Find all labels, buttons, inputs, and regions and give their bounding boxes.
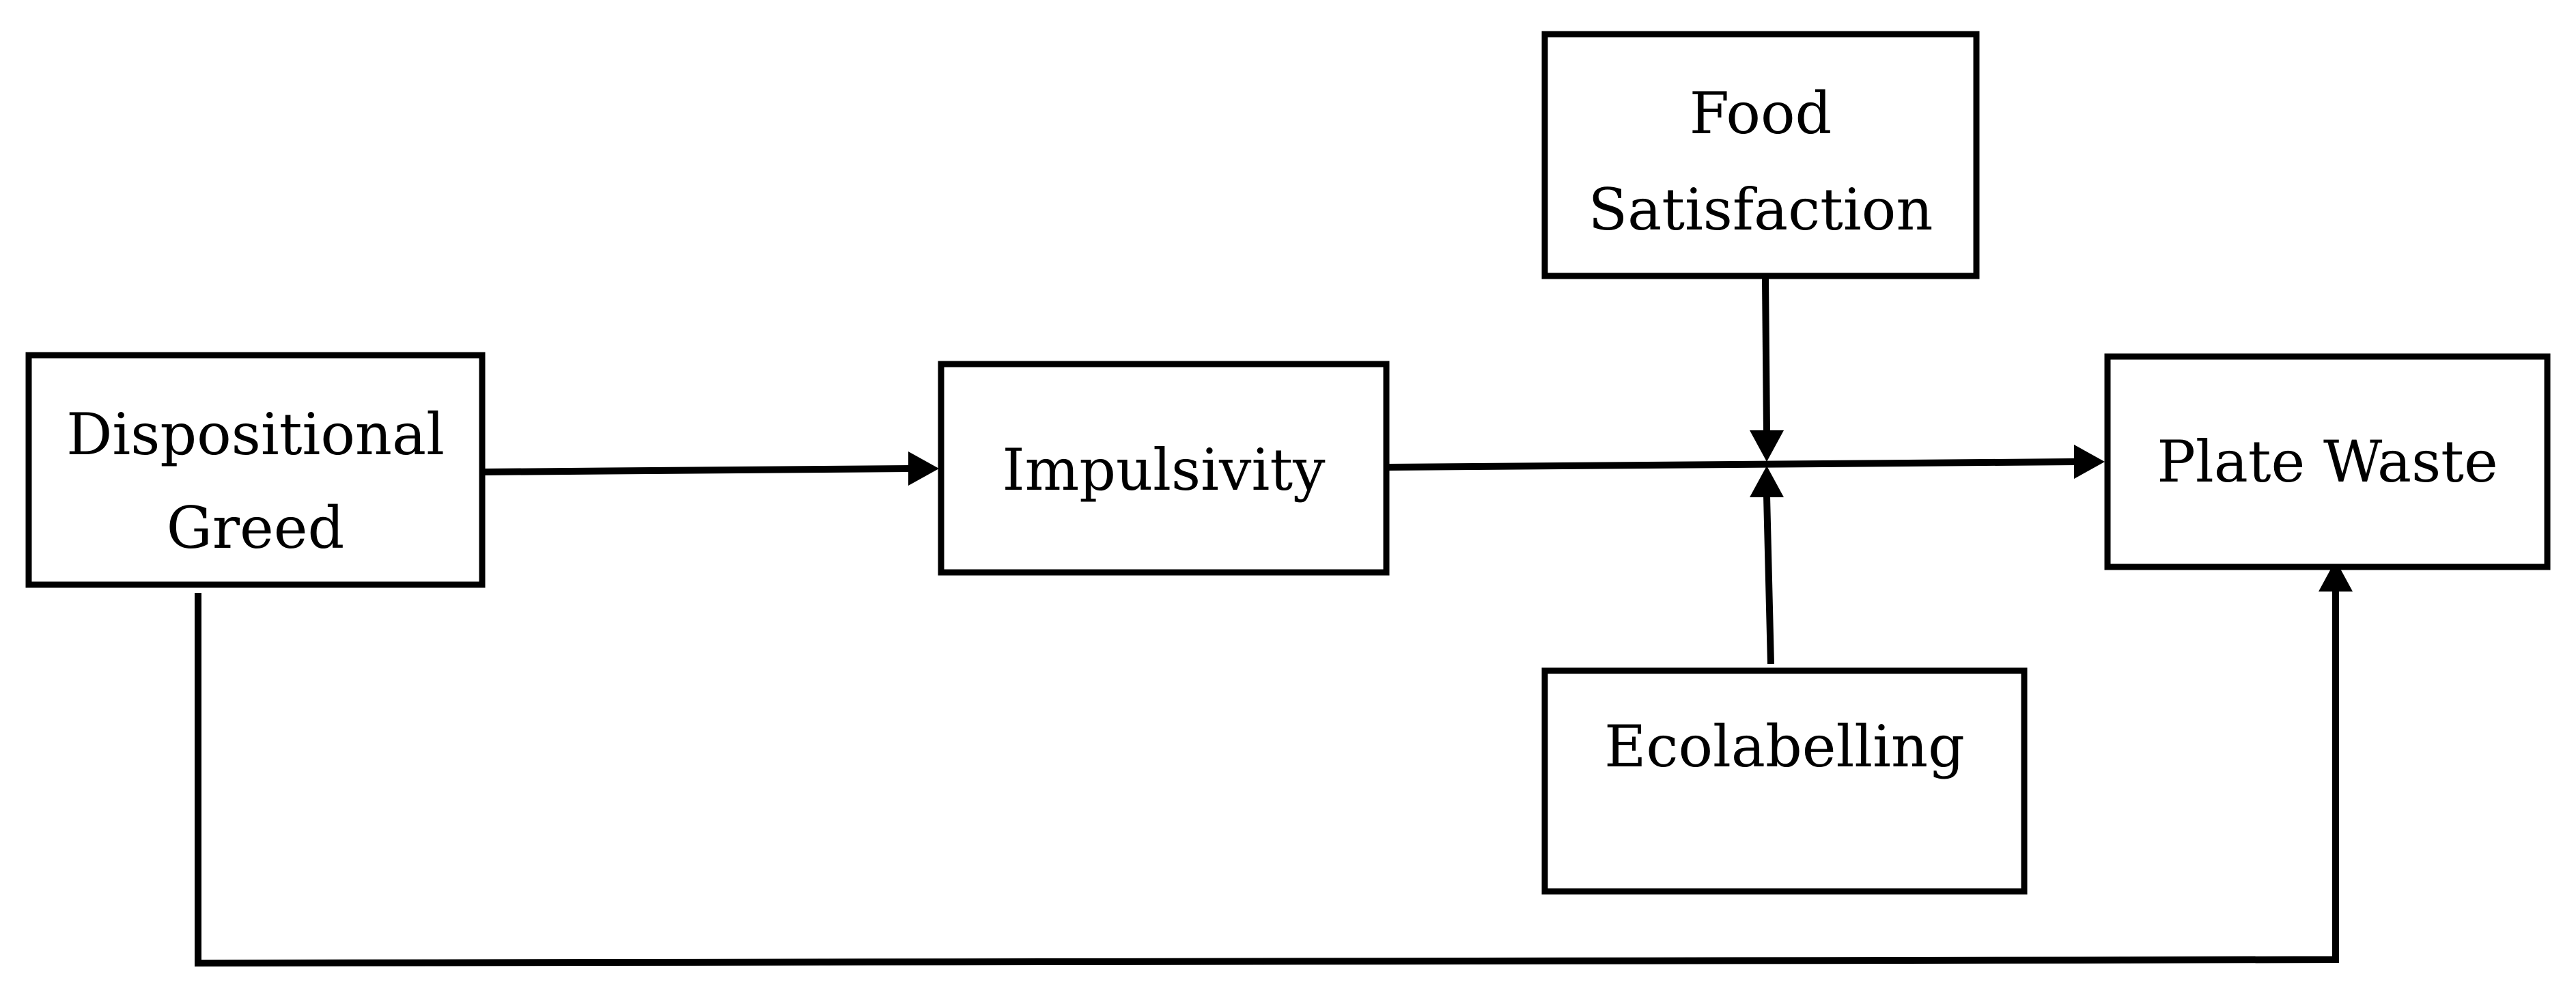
arrow-ecolabelling-moderation <box>1763 495 1774 665</box>
node-box <box>2104 353 2551 570</box>
arrowhead-foodsatisfaction-moderation <box>1750 430 1784 462</box>
node-impulsivity: Impulsivity <box>938 361 1390 576</box>
connectors <box>195 278 2353 967</box>
node-label-line: Dispositional <box>66 401 445 468</box>
node-box <box>1541 31 1980 279</box>
node-label-line: Greed <box>167 495 344 561</box>
node-plate-waste: Plate Waste <box>2104 353 2551 570</box>
node-label-line: Ecolabelling <box>1604 713 1965 780</box>
node-label-line: Satisfaction <box>1588 176 1933 243</box>
arrow-greed-to-impulsivity <box>483 465 910 475</box>
node-box <box>938 361 1390 576</box>
node-label-line: Impulsivity <box>1002 436 1326 503</box>
node-box <box>25 352 486 588</box>
node-label-line: Food <box>1690 80 1832 147</box>
node-ecolabelling: Ecolabelling <box>1541 667 2028 895</box>
arrowhead-greed-to-platewaste <box>2319 560 2353 592</box>
node-dispositional-greed: Dispositional Greed <box>25 352 486 588</box>
arrow-foodsatisfaction-moderation <box>1762 278 1770 432</box>
node-food-satisfaction: Food Satisfaction <box>1541 31 1980 279</box>
arrowhead-ecolabelling-moderation <box>1750 466 1784 497</box>
arrowhead-impulsivity-to-platewaste <box>2074 445 2105 479</box>
node-box <box>1541 667 2028 895</box>
arrow-greed-to-platewaste <box>195 589 2339 967</box>
arrowhead-greed-to-impulsivity <box>908 451 939 486</box>
node-label-line: Plate Waste <box>2157 428 2497 495</box>
arrow-impulsivity-to-platewaste <box>1388 458 2076 471</box>
